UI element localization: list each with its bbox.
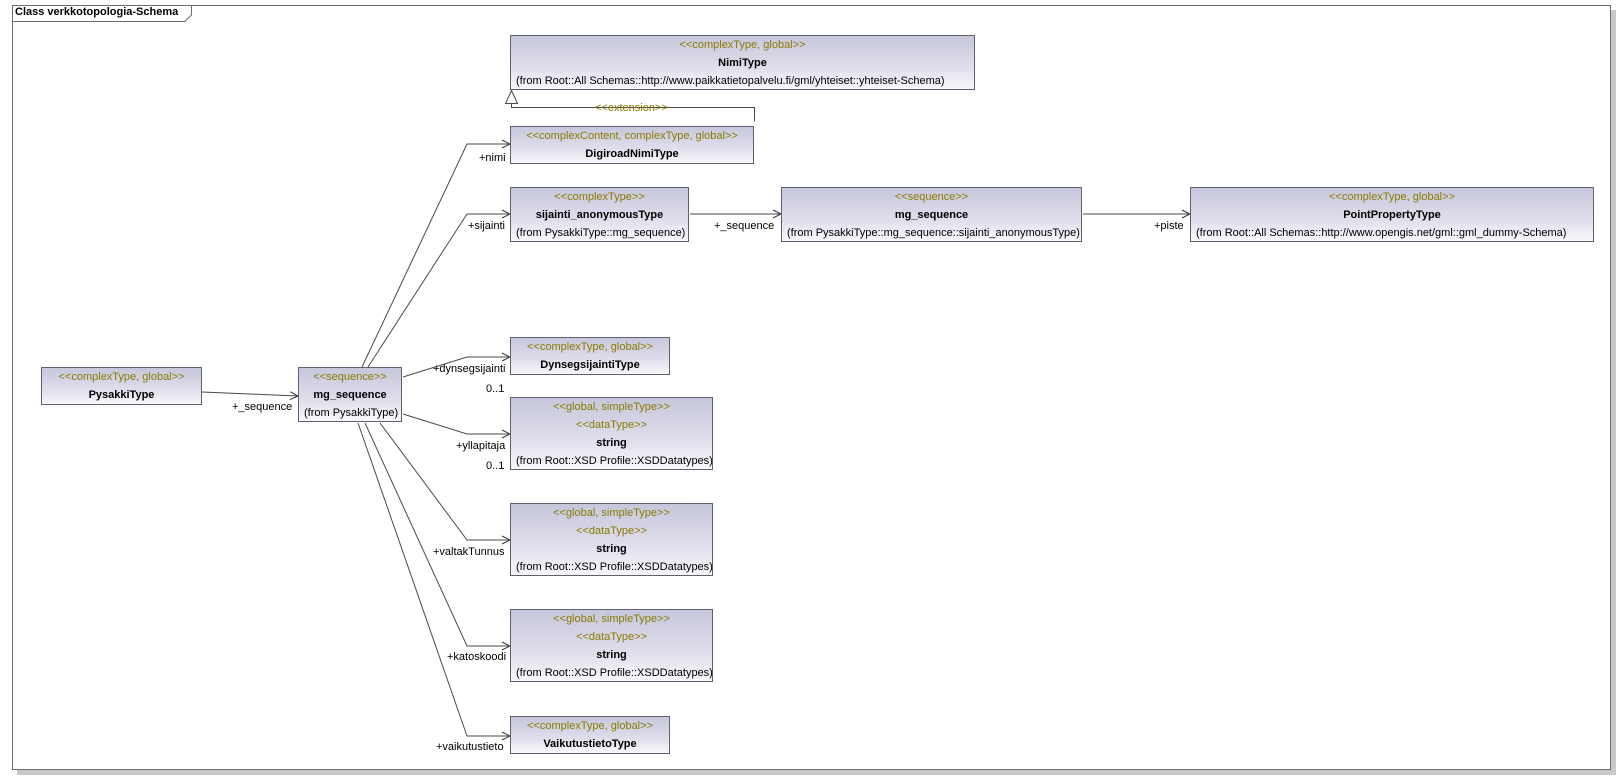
stereotype-datatype: <<dataType>> bbox=[576, 525, 647, 537]
class-name: string bbox=[596, 543, 627, 555]
class-name: NimiType bbox=[718, 57, 767, 69]
dynsegsijainti-multiplicity: 0..1 bbox=[486, 383, 505, 395]
sijainti-line bbox=[367, 214, 510, 368]
class-dynsegsijainti-type[interactable]: <<complexType, global>> DynsegsijaintiTy… bbox=[510, 337, 670, 375]
sijainti-role: +sijainti bbox=[468, 220, 505, 232]
stereotype: <<global, simpleType>> bbox=[553, 507, 670, 519]
diagram-title: Class verkkotopologia-Schema bbox=[15, 6, 179, 18]
stereotype: <<complexType, global>> bbox=[527, 341, 653, 353]
class-sijainti-anonymous-type[interactable]: <<complexType>> sijainti_anonymousType (… bbox=[510, 187, 689, 242]
stereotype: <<complexType, global>> bbox=[527, 720, 653, 732]
valtak-tunnus-line bbox=[379, 422, 510, 540]
class-nimi-type[interactable]: <<complexType, global>> NimiType (from R… bbox=[510, 35, 975, 90]
stereotype-datatype: <<dataType>> bbox=[576, 419, 647, 431]
stereotype: <<sequence>> bbox=[894, 191, 969, 203]
class-name: DigiroadNimiType bbox=[585, 148, 679, 160]
extension-arrowhead bbox=[504, 89, 519, 104]
class-string-valtak-tunnus[interactable]: <<global, simpleType>> <<dataType>> stri… bbox=[510, 503, 713, 576]
pysakki-sequence-role: +_sequence bbox=[232, 401, 293, 413]
class-name: VaikutustietoType bbox=[543, 738, 637, 750]
stereotype: <<complexContent, complexType, global>> bbox=[526, 130, 738, 142]
stereotype: <<global, simpleType>> bbox=[553, 401, 670, 413]
sijainti-sequence-role: +_sequence bbox=[714, 220, 775, 232]
class-string-yllapitaja[interactable]: <<global, simpleType>> <<dataType>> stri… bbox=[510, 397, 713, 470]
stereotype: <<complexType, global>> bbox=[58, 371, 185, 383]
vaikutustieto-role: +vaikutustieto bbox=[436, 741, 504, 753]
nimi-line bbox=[361, 144, 510, 368]
pysakki-sequence-line bbox=[201, 392, 298, 396]
class-mg-sequence-main[interactable]: <<sequence>> mg_sequence (from PysakkiTy… bbox=[298, 367, 402, 422]
class-name: PysakkiType bbox=[88, 389, 155, 401]
class-origin: (from PysakkiType) bbox=[304, 407, 399, 419]
yllapitaja-multiplicity: 0..1 bbox=[486, 460, 505, 472]
class-origin: (from Root::XSD Profile::XSDDatatypes) bbox=[516, 455, 713, 467]
nimi-role: +nimi bbox=[479, 152, 506, 164]
stereotype-datatype: <<dataType>> bbox=[576, 631, 647, 643]
class-name: mg_sequence bbox=[313, 389, 387, 401]
katoskoodi-role: +katoskoodi bbox=[447, 651, 507, 663]
class-digiroad-nimi-type[interactable]: <<complexContent, complexType, global>> … bbox=[510, 126, 754, 164]
class-pysakki-type[interactable]: <<complexType, global>> PysakkiType bbox=[41, 367, 202, 405]
dynsegsijainti-role: +dynsegsijainti bbox=[433, 363, 506, 375]
class-name: PointPropertyType bbox=[1343, 209, 1441, 221]
frame-tab-shape bbox=[12, 5, 192, 22]
stereotype: <<complexType, global>> bbox=[679, 39, 806, 51]
extension-label: <<extension>> bbox=[595, 102, 668, 114]
class-vaikutustieto-type[interactable]: <<complexType, global>> VaikutustietoTyp… bbox=[510, 716, 670, 754]
piste-role: +piste bbox=[1154, 220, 1184, 232]
class-name: DynsegsijaintiType bbox=[540, 359, 640, 371]
class-origin: (from Root::XSD Profile::XSDDatatypes) bbox=[516, 561, 713, 573]
class-name: sijainti_anonymousType bbox=[535, 209, 664, 221]
class-name: string bbox=[596, 437, 627, 449]
class-string-katoskoodi[interactable]: <<global, simpleType>> <<dataType>> stri… bbox=[510, 609, 713, 682]
class-name: string bbox=[596, 649, 627, 661]
class-mg-sequence-sijainti[interactable]: <<sequence>> mg_sequence (from PysakkiTy… bbox=[781, 187, 1082, 242]
yllapitaja-line bbox=[402, 413, 510, 434]
class-origin: (from Root::All Schemas::http://www.open… bbox=[1196, 227, 1567, 239]
dynsegsijainti-line bbox=[402, 357, 510, 378]
class-origin: (from Root::XSD Profile::XSDDatatypes) bbox=[516, 667, 713, 679]
stereotype: <<complexType, global>> bbox=[1329, 191, 1455, 203]
katoskoodi-line bbox=[364, 422, 510, 646]
class-origin: (from PysakkiType::mg_sequence) bbox=[516, 227, 686, 239]
stereotype: <<global, simpleType>> bbox=[553, 613, 670, 625]
vaikutustieto-line bbox=[357, 422, 510, 736]
class-point-property-type[interactable]: <<complexType, global>> PointPropertyTyp… bbox=[1190, 187, 1594, 242]
class-name: mg_sequence bbox=[894, 209, 969, 221]
diagram-frame bbox=[12, 5, 1611, 770]
class-origin: (from Root::All Schemas::http://www.paik… bbox=[516, 75, 945, 87]
stereotype: <<complexType>> bbox=[554, 191, 645, 203]
yllapitaja-role: +yllapitaja bbox=[456, 440, 506, 452]
class-origin: (from PysakkiType::mg_sequence::sijainti… bbox=[787, 227, 1080, 239]
valtak-tunnus-role: +valtakTunnus bbox=[433, 546, 505, 558]
stereotype: <<sequence>> bbox=[313, 371, 387, 383]
